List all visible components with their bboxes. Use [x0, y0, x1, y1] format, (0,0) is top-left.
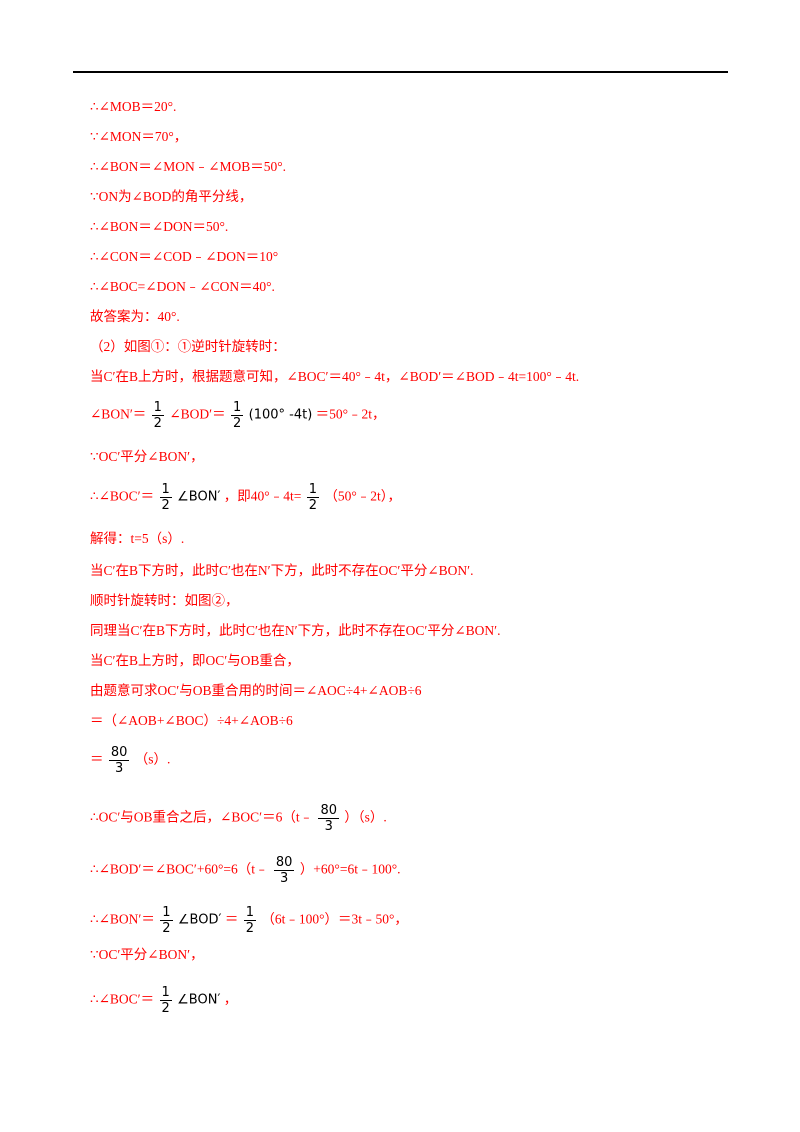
text-line: ∴∠CON＝∠COD﹣∠DON＝10° — [90, 249, 279, 264]
text-line: ＝（∠AOB+∠BOC）÷4+∠AOB÷6 — [90, 713, 293, 728]
text-line: 由题意可求OC′与OB重合用的时间＝∠AOC÷4+∠AOB÷6 — [90, 683, 422, 698]
text-line: 当C′在B上方时，即OC′与OB重合， — [90, 653, 300, 668]
text-line: 当C′在B上方时，根据题意可知，∠BOC′＝40°﹣4t，∠BOD′＝∠BOD﹣… — [90, 369, 580, 384]
text-line: 故答案为：40°. — [90, 309, 180, 324]
text-line: 解得：t=5（s）. — [90, 531, 185, 546]
text-line: ∴∠MOB＝20°. — [90, 99, 177, 114]
text-line: ∵OC′平分∠BON′， — [90, 449, 204, 464]
text-line: ∵ON为∠BOD的角平分线， — [90, 189, 253, 204]
text-line: ∴∠BON＝∠MON﹣∠MOB＝50°. — [90, 159, 287, 174]
header-rule — [73, 71, 728, 73]
text-line: 同理当C′在B下方时，此时C′也在N′下方，此时不存在OC′平分∠BON′. — [90, 623, 501, 638]
text-line: ∴∠BOC=∠DON﹣∠CON＝40°. — [90, 279, 275, 294]
text-line: ∴∠BON＝∠DON＝50°. — [90, 219, 229, 234]
text-line: ∵OC′平分∠BON′， — [90, 947, 204, 962]
text-line: 当C′在B下方时，此时C′也在N′下方，此时不存在OC′平分∠BON′. — [90, 563, 474, 578]
text-line: ∵∠MON＝70°， — [90, 129, 188, 144]
text-line: （2）如图①：①逆时针旋转时： — [90, 339, 286, 354]
text-line: 顺时针旋转时：如图②， — [90, 593, 239, 608]
